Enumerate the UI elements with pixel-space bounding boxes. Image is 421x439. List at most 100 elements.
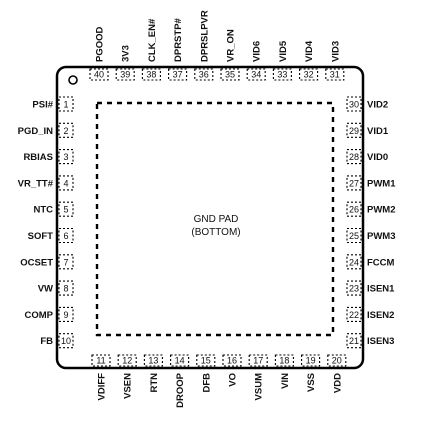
pin-22-isen2: 22 ISEN2 [346, 306, 394, 322]
pin-label: VSUM [254, 373, 265, 401]
pin-label: VR_TT# [18, 178, 54, 189]
pin-label: ISEN2 [367, 310, 394, 321]
pin-number: 30 [349, 100, 359, 110]
pin-number: 8 [63, 284, 68, 294]
pin-label: DPRSTP# [173, 17, 184, 62]
pin1-marker-icon [68, 75, 78, 85]
pin-number: 14 [175, 356, 185, 366]
pin-pad [222, 354, 242, 367]
pin-label: VID3 [330, 41, 341, 62]
pin-pad [346, 201, 362, 217]
pin-pad [115, 68, 135, 81]
pin-number: 10 [61, 336, 71, 346]
pin-26-pwm2: 26 PWM2 [346, 201, 396, 217]
pin-number: 5 [63, 205, 68, 215]
pin-number: 34 [251, 70, 261, 80]
pin-pad [346, 333, 362, 349]
pin-label: VID1 [367, 126, 389, 137]
pin-label: COMP [25, 310, 54, 321]
pin-label: OCSET [20, 257, 53, 268]
pin-pad [89, 68, 109, 81]
pin-number: 1 [63, 100, 68, 110]
pin-number: 36 [199, 70, 209, 80]
pin-number: 22 [349, 310, 359, 320]
pin-label: VDD [332, 373, 343, 393]
pin-pad [58, 96, 74, 112]
pin-number: 21 [349, 336, 359, 346]
pin-label: VDIFF [97, 373, 108, 401]
pin-4-vr-tt: 4VR_TT# [18, 175, 74, 191]
pin-label: VR_ON [226, 29, 237, 62]
pin-pad [91, 354, 111, 367]
pin-number: 24 [349, 257, 359, 267]
pin-8-vw: 8VW [38, 280, 74, 296]
pin-pad [346, 280, 362, 296]
pin-number: 17 [253, 356, 263, 366]
pin-pad [346, 149, 362, 165]
pin-label: DROOP [175, 372, 186, 408]
pin-number: 16 [227, 356, 237, 366]
package-body [55, 65, 365, 370]
pin-40-pgood: 40 PGOOD [89, 26, 109, 81]
pin-pad [220, 68, 240, 81]
pin-number: 3 [63, 152, 68, 162]
pin-pad [117, 354, 137, 367]
pin-number: 18 [279, 356, 289, 366]
pin-pad [274, 354, 294, 367]
pin-number: 25 [349, 231, 359, 241]
gnd-pad-subtitle: (BOTTOM) [191, 227, 240, 238]
pin-pad [58, 201, 74, 217]
gnd-pad-outline [95, 101, 335, 337]
pin-pad [58, 280, 74, 296]
pin-number: 11 [96, 356, 105, 366]
pin-label: VID6 [252, 41, 263, 62]
pin-label: RTN [149, 373, 160, 393]
pin-pad [58, 254, 74, 270]
pin-number: 32 [304, 70, 314, 80]
pin-label: VSS [306, 373, 317, 392]
pin-number: 39 [120, 70, 130, 80]
pin-pad [246, 68, 266, 81]
pin-pad [170, 354, 190, 367]
pin-label: PGOOD [95, 26, 106, 62]
pin-label: VO [228, 373, 239, 387]
pin-24-fccm: 24 FCCM [346, 254, 395, 270]
pin-pad [194, 68, 214, 81]
pin-number: 40 [94, 70, 104, 80]
pin-label: VID0 [367, 152, 388, 163]
pin-label: PWM2 [367, 205, 396, 216]
pin-number: 29 [349, 126, 359, 136]
pin-number: 12 [122, 356, 132, 366]
pin-pad [299, 68, 319, 81]
pin-number: 26 [349, 205, 359, 215]
pin-pad [58, 149, 74, 165]
pin-number: 9 [63, 310, 68, 320]
pin-pad [143, 354, 163, 367]
pin-label: VID4 [304, 40, 315, 62]
pin-label: VSEN [123, 373, 134, 399]
pin-number: 20 [332, 356, 342, 366]
pin-label: NTC [33, 205, 53, 216]
pin-label: FCCM [367, 257, 395, 268]
pin-number: 31 [330, 70, 340, 80]
